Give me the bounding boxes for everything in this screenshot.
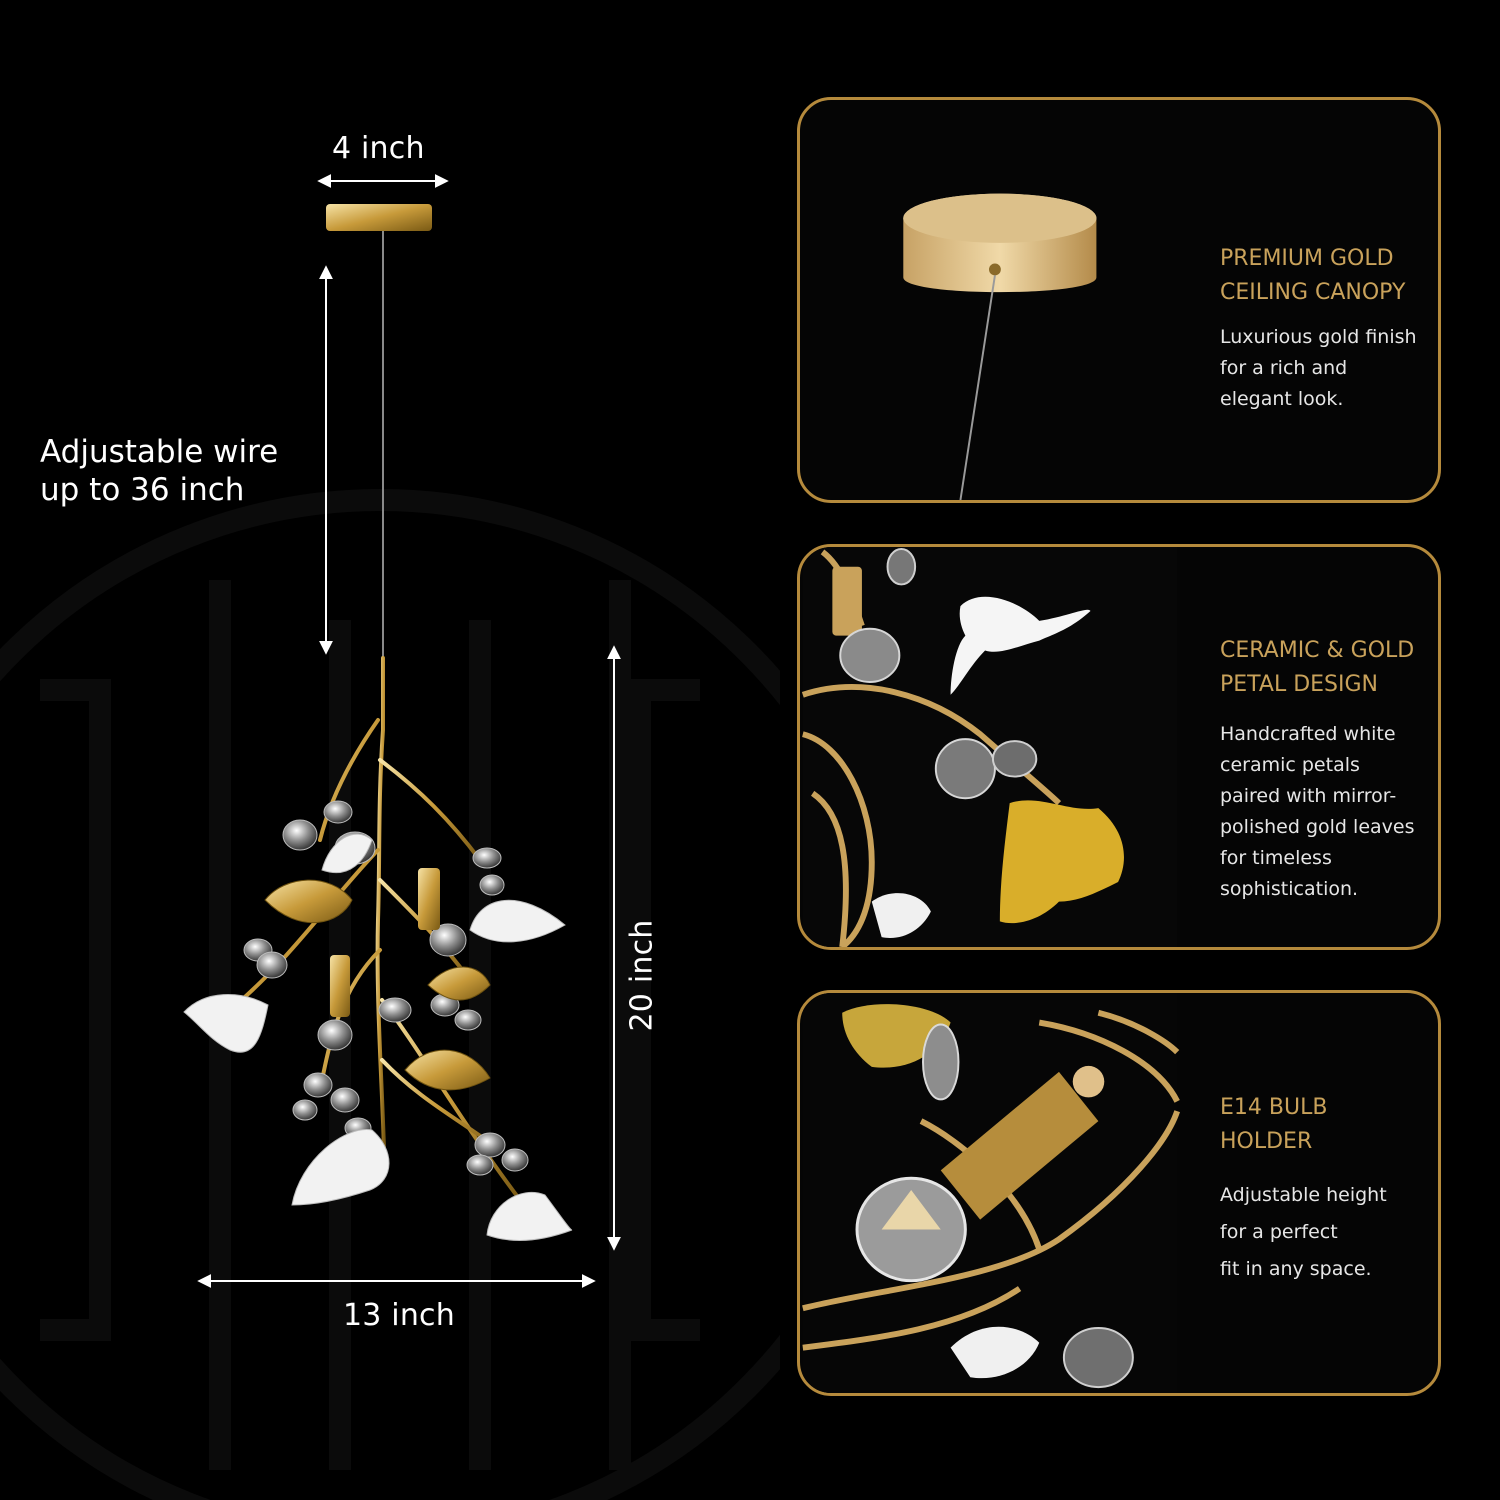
bulb-holder-photo [802,993,1180,1393]
petals-photo [801,547,1178,947]
height-label: 20 inch [624,919,660,1032]
wire-line2: up to 36 inch [40,472,245,508]
width-bottom-label: 13 inch [343,1298,455,1333]
feature-card-bulb: E14 BULB HOLDER Adjustable height for a … [797,990,1441,1396]
desc-line: Handcrafted white [1220,723,1396,745]
feature-card-petals: CERAMIC & GOLD PETAL DESIGN Handcrafted … [797,544,1441,950]
ceiling-canopy [326,204,432,231]
desc-line: for timeless [1220,847,1332,869]
card-desc-bulb: Adjustable height for a perfect fit in a… [1220,1177,1387,1288]
card-title-petals: CERAMIC & GOLD PETAL DESIGN [1220,634,1414,702]
desc-line: for a perfect [1220,1221,1338,1243]
card-title-line2: CEILING CANOPY [1220,280,1406,305]
desc-line: for a rich and [1220,357,1348,379]
wire-length-label: Adjustable wire up to 36 inch [40,433,278,509]
chandelier-illustration [183,174,621,1288]
card-title-canopy: PREMIUM GOLD CEILING CANOPY [1220,242,1405,310]
card-desc-petals: Handcrafted white ceramic petals paired … [1220,719,1414,905]
feature-card-canopy: PREMIUM GOLD CEILING CANOPY Luxurious go… [797,97,1441,503]
card-title-line1: E14 BULB [1220,1095,1328,1120]
desc-line: paired with mirror- [1220,785,1397,807]
desc-line: polished gold leaves [1220,816,1415,838]
desc-line: Adjustable height [1220,1184,1387,1206]
desc-line: Luxurious gold finish [1220,326,1417,348]
card-title-line1: CERAMIC & GOLD [1220,638,1415,663]
desc-line: sophistication. [1220,878,1359,900]
card-desc-canopy: Luxurious gold finish for a rich and ele… [1220,322,1417,415]
wire-line1: Adjustable wire [40,434,279,470]
desc-line: fit in any space. [1220,1258,1372,1280]
width-top-label: 4 inch [332,131,425,166]
desc-line: elegant look. [1220,388,1344,410]
card-title-bulb: E14 BULB HOLDER [1220,1091,1327,1159]
card-title-line1: PREMIUM GOLD [1220,246,1394,271]
desc-line: ceramic petals [1220,754,1360,776]
canopy-photo [903,193,1097,500]
card-title-line2: PETAL DESIGN [1220,672,1378,697]
card-title-line2: HOLDER [1220,1129,1313,1154]
